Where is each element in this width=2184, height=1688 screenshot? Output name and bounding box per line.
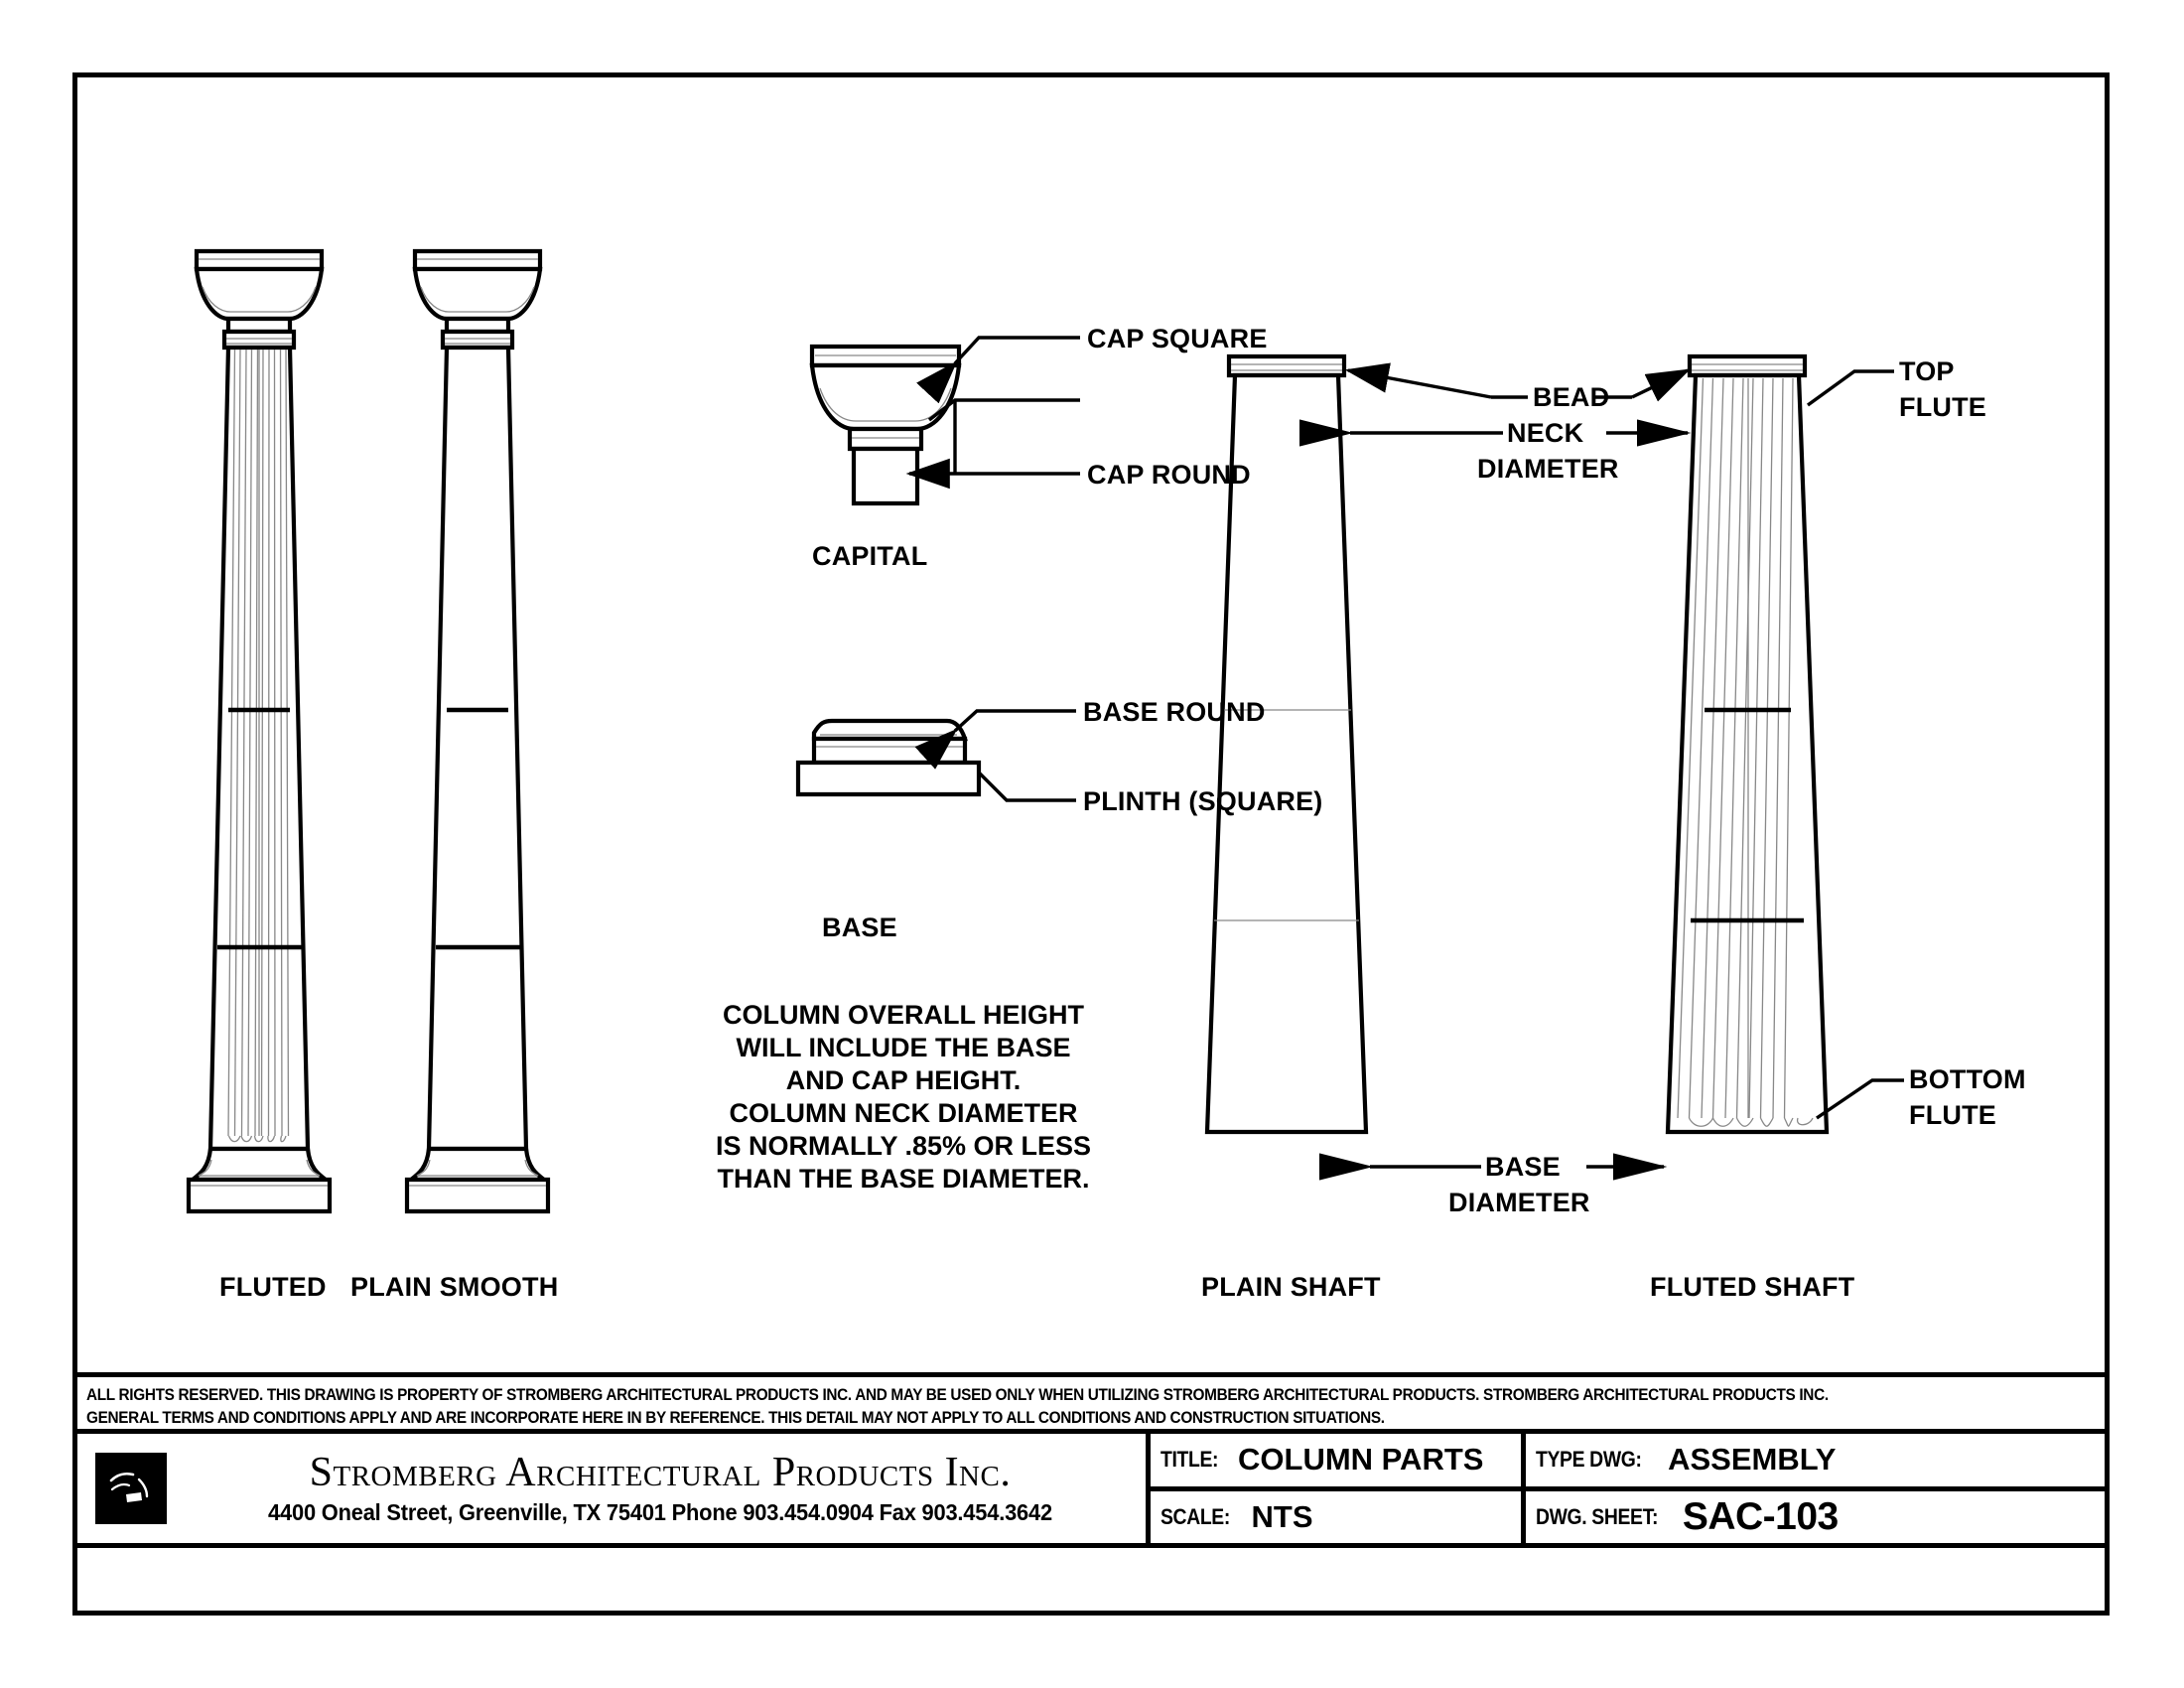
rights-line-2: GENERAL TERMS AND CONDITIONS APPLY AND A…: [86, 1409, 1385, 1427]
plain-shaft-figure: [1204, 353, 1369, 1135]
field-type-dwg-value: ASSEMBLY: [1668, 1442, 1837, 1477]
fluted-column-figure: [186, 248, 333, 1214]
figure-label-fluted-shaft: FLUTED SHAFT: [1650, 1272, 1855, 1302]
callout-cap-round: CAP ROUND: [1087, 460, 1251, 490]
capital-detail-figure: [809, 336, 1080, 506]
field-title-key: TITLE:: [1160, 1447, 1219, 1473]
column-parts-linework: .hv{fill:none;stroke:#000;stroke-width:4…: [186, 248, 1904, 1214]
drawing-sheet-border: .hv{fill:none;stroke:#000;stroke-width:4…: [72, 72, 2110, 1616]
field-scale-value: NTS: [1251, 1498, 1313, 1534]
general-note-line-4: COLUMN NECK DIAMETER: [729, 1098, 1078, 1128]
title-block: Stromberg Architectural Products Inc. 44…: [72, 1434, 2110, 1548]
rights-reserved-block: ALL RIGHTS RESERVED. THIS DRAWING IS PRO…: [72, 1372, 2110, 1434]
plain-smooth-column-figure: [404, 248, 551, 1214]
general-note-line-3: AND CAP HEIGHT.: [785, 1065, 1022, 1095]
rights-line-1: ALL RIGHTS RESERVED. THIS DRAWING IS PRO…: [86, 1386, 1829, 1404]
field-dwg-sheet: DWG. SHEET: SAC-103: [1526, 1491, 2110, 1544]
title-block-row-top: TITLE: COLUMN PARTS TYPE DWG: ASSEMBLY: [1151, 1434, 2110, 1491]
figure-label-plain-shaft: PLAIN SHAFT: [1201, 1272, 1381, 1302]
dimension-base-diameter-line1: BASE: [1485, 1152, 1561, 1182]
field-scale: SCALE: NTS: [1151, 1490, 1526, 1543]
callout-base-round: BASE ROUND: [1083, 697, 1266, 727]
callout-plinth-square: PLINTH (SQUARE): [1083, 786, 1323, 816]
general-note-line-5: IS NORMALLY .85% OR LESS: [715, 1131, 1092, 1161]
figure-label-capital: CAPITAL: [812, 541, 928, 571]
title-block-fields: TITLE: COLUMN PARTS TYPE DWG: ASSEMBLY S…: [1151, 1434, 2110, 1543]
company-name-and-address: Stromberg Architectural Products Inc. 44…: [167, 1450, 1146, 1527]
callout-bead: BEAD: [1533, 382, 1610, 412]
field-scale-key: SCALE:: [1160, 1503, 1230, 1529]
company-name: Stromberg Architectural Products Inc.: [309, 1450, 1012, 1495]
fluted-shaft-figure: [1665, 353, 1830, 1135]
title-block-row-bottom: SCALE: NTS DWG. SHEET: SAC-103: [1151, 1490, 2110, 1544]
figure-label-fluted: FLUTED: [219, 1272, 327, 1302]
company-identity-block: Stromberg Architectural Products Inc. 44…: [72, 1434, 1151, 1543]
callout-bottom-flute-line1: BOTTOM: [1909, 1064, 2026, 1094]
callout-top-flute-line1: TOP: [1899, 356, 1955, 386]
figure-label-base: BASE: [822, 913, 897, 942]
general-note-line-6: THAN THE BASE DIAMETER.: [717, 1164, 1090, 1194]
dimension-neck-diameter-line1: NECK: [1507, 418, 1584, 448]
field-type-dwg: TYPE DWG: ASSEMBLY: [1526, 1434, 2110, 1486]
drawing-canvas: .hv{fill:none;stroke:#000;stroke-width:4…: [72, 77, 2110, 1611]
field-dwg-sheet-value: SAC-103: [1682, 1494, 1839, 1538]
callout-cap-square: CAP SQUARE: [1087, 324, 1268, 353]
base-detail-figure: [795, 709, 1076, 802]
dimension-base-diameter-line2: DIAMETER: [1448, 1188, 1590, 1217]
right-group-dimensions: [1299, 362, 1904, 1181]
dimension-neck-diameter-line2: DIAMETER: [1477, 454, 1619, 484]
callout-top-flute-line2: FLUTE: [1899, 392, 1986, 422]
general-note-line-2: WILL INCLUDE THE BASE: [736, 1033, 1071, 1062]
callout-bottom-flute-line2: FLUTE: [1909, 1100, 1996, 1130]
stromberg-logo-icon: [95, 1453, 167, 1524]
company-address: 4400 Oneal Street, Greenville, TX 75401 …: [268, 1499, 1052, 1525]
figure-label-plain-smooth: PLAIN SMOOTH: [350, 1272, 559, 1302]
field-dwg-sheet-key: DWG. SHEET:: [1536, 1503, 1659, 1529]
field-title: TITLE: COLUMN PARTS: [1151, 1434, 1526, 1486]
general-note-line-1: COLUMN OVERALL HEIGHT: [723, 1000, 1084, 1030]
field-type-dwg-key: TYPE DWG:: [1536, 1447, 1642, 1473]
general-note: COLUMN OVERALL HEIGHT WILL INCLUDE THE B…: [695, 999, 1112, 1196]
field-title-value: COLUMN PARTS: [1238, 1442, 1484, 1477]
